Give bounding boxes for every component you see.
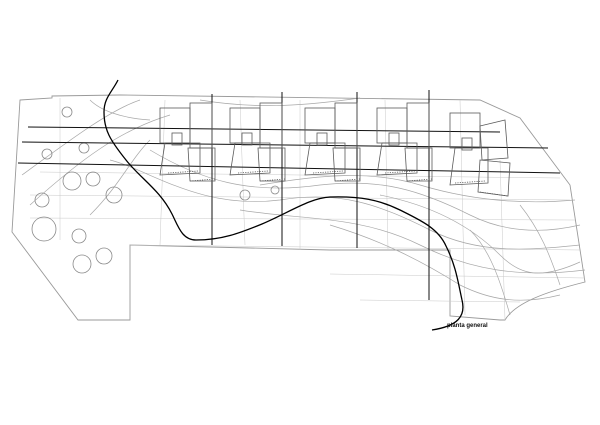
- house-unit-1: [159, 102, 216, 182]
- house-units: [159, 102, 511, 197]
- trees: [31, 106, 280, 274]
- house-unit-4: [376, 102, 433, 182]
- grid-lines: [29, 98, 586, 321]
- site-path: [103, 79, 464, 331]
- house-unit-5: [449, 112, 511, 197]
- site-boundary: [11, 94, 586, 321]
- drawing-caption: planta general: [447, 323, 488, 329]
- section-lines: [17, 90, 561, 300]
- house-unit-2: [229, 102, 286, 182]
- house-unit-3: [304, 102, 361, 182]
- contour-lines: [21, 97, 586, 316]
